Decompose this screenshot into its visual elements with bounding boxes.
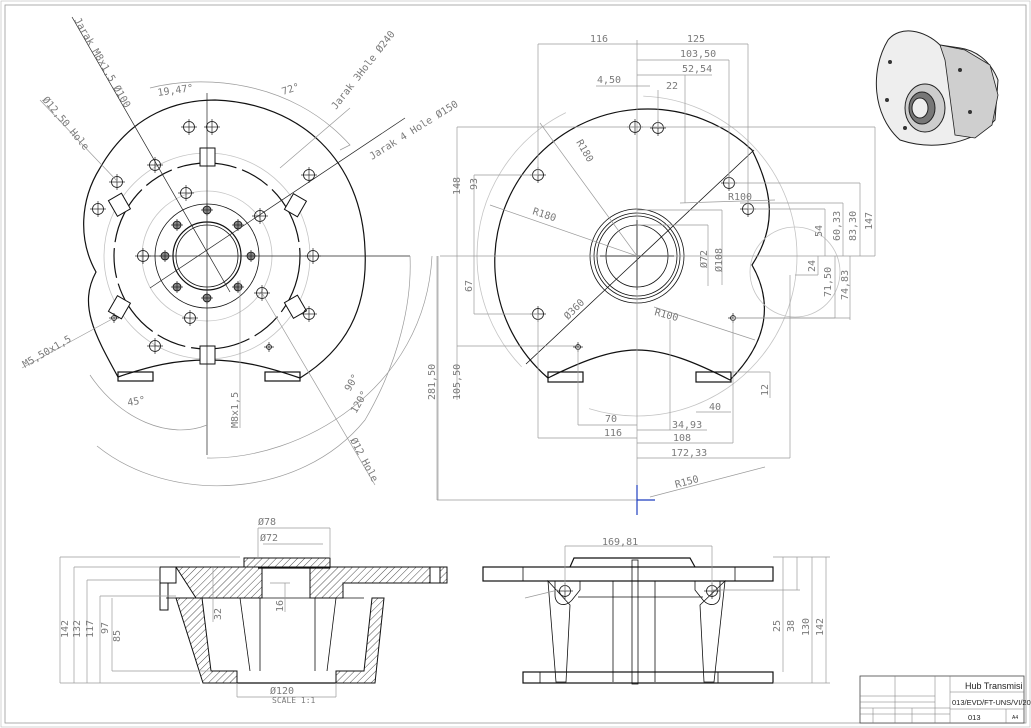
section-view-dimensions: Ø78 Ø72 142 132 117 97 85 32 16 Ø120 SCA…	[60, 516, 316, 705]
dim-label: Ø72	[260, 532, 278, 544]
dim-label: 12	[760, 384, 771, 396]
dim-label: 142	[60, 620, 71, 638]
drawing-title: Hub Transmisi	[965, 681, 1023, 691]
dim-label: Ø72	[698, 250, 710, 268]
side-view-dimensions: 169,81 25 38 130 142	[602, 537, 826, 636]
title-block: Hub Transmisi 013/EVD/FT-UNS/VI/2014 013…	[859, 675, 1031, 724]
dim-label: 34,93	[672, 420, 702, 431]
dim-label: 130	[801, 618, 812, 636]
dim-label: 93	[469, 178, 480, 190]
paper-size: A4	[1012, 715, 1018, 721]
dim-label: Jarak 4 Hole Ø150	[367, 98, 460, 162]
dim-label: 169,81	[602, 537, 638, 548]
dim-label: Ø120	[270, 685, 294, 697]
dim-label: 60,33	[832, 211, 843, 241]
dim-label: Ø78	[258, 516, 276, 528]
dim-label: 90°	[343, 372, 362, 393]
dim-label: R100	[728, 192, 752, 203]
dim-label: Ø12,50 Hole	[40, 94, 92, 152]
dim-label: 147	[864, 212, 875, 230]
dim-label: 103,50	[680, 49, 716, 60]
rear-view-dimensions: 116 125 103,50 52,54 4,50 22 R180 R180 1…	[452, 34, 875, 491]
rear-view-flange	[436, 40, 876, 515]
side-view	[482, 545, 830, 685]
dim-label: 142	[815, 618, 826, 636]
dim-label: R150	[674, 474, 700, 491]
dim-label: 116	[604, 428, 622, 439]
dim-label: 24	[807, 260, 818, 272]
dim-label: 148	[452, 177, 463, 195]
dim-label: 67	[464, 280, 475, 292]
dim-label: M5,50x1,5	[21, 334, 73, 371]
dim-label: Jarak 3Hole Ø240	[329, 29, 398, 112]
dim-label: 71,50	[823, 267, 834, 297]
scale-note: SCALE 1:1	[272, 696, 316, 705]
dim-label: 281,50	[427, 364, 438, 400]
dim-label: 19,47°	[157, 83, 194, 99]
section-view	[59, 527, 448, 698]
dim-label: 132	[72, 620, 83, 638]
dim-label: 16	[275, 600, 286, 612]
dim-label: 4,50	[597, 75, 621, 86]
dim-label: 97	[100, 622, 111, 634]
dim-label: M8x1,5	[230, 392, 241, 428]
dim-label: 25	[772, 620, 783, 632]
dim-label: R180	[573, 138, 595, 164]
origin-marker	[636, 485, 655, 515]
dim-label: 70	[605, 414, 617, 425]
dim-label: 72°	[281, 82, 302, 98]
dim-label: 83,30	[848, 211, 859, 241]
dim-label: 85	[112, 630, 123, 642]
dim-label: Jarak M8x1,5 Ø100	[71, 16, 133, 111]
dim-label: 22	[666, 81, 678, 92]
front-view-flange	[21, 16, 439, 500]
drawing-number: 013/EVD/FT-UNS/VI/2014	[952, 698, 1031, 707]
dim-label: 116	[590, 34, 608, 45]
dim-label: 172,33	[671, 448, 707, 459]
dim-label: 54	[814, 225, 825, 237]
dim-label: Ø108	[713, 248, 725, 272]
dim-label: 105,50	[452, 364, 463, 400]
dim-label: R180	[531, 206, 557, 224]
dim-label: 45°	[127, 395, 147, 409]
dim-label: 38	[786, 620, 797, 632]
dim-label: Ø12 Hole	[347, 436, 380, 484]
dim-label: 52,54	[682, 64, 712, 75]
dim-label: R100	[653, 307, 679, 324]
dim-label: 74,83	[840, 270, 851, 300]
dim-label: 108	[673, 433, 691, 444]
dim-label: 117	[85, 620, 96, 638]
dim-label: 32	[213, 608, 224, 620]
dim-label: 125	[687, 34, 705, 45]
isometric-view	[875, 30, 999, 146]
sheet-number: 013	[968, 713, 981, 722]
dim-label: 40	[709, 402, 721, 413]
